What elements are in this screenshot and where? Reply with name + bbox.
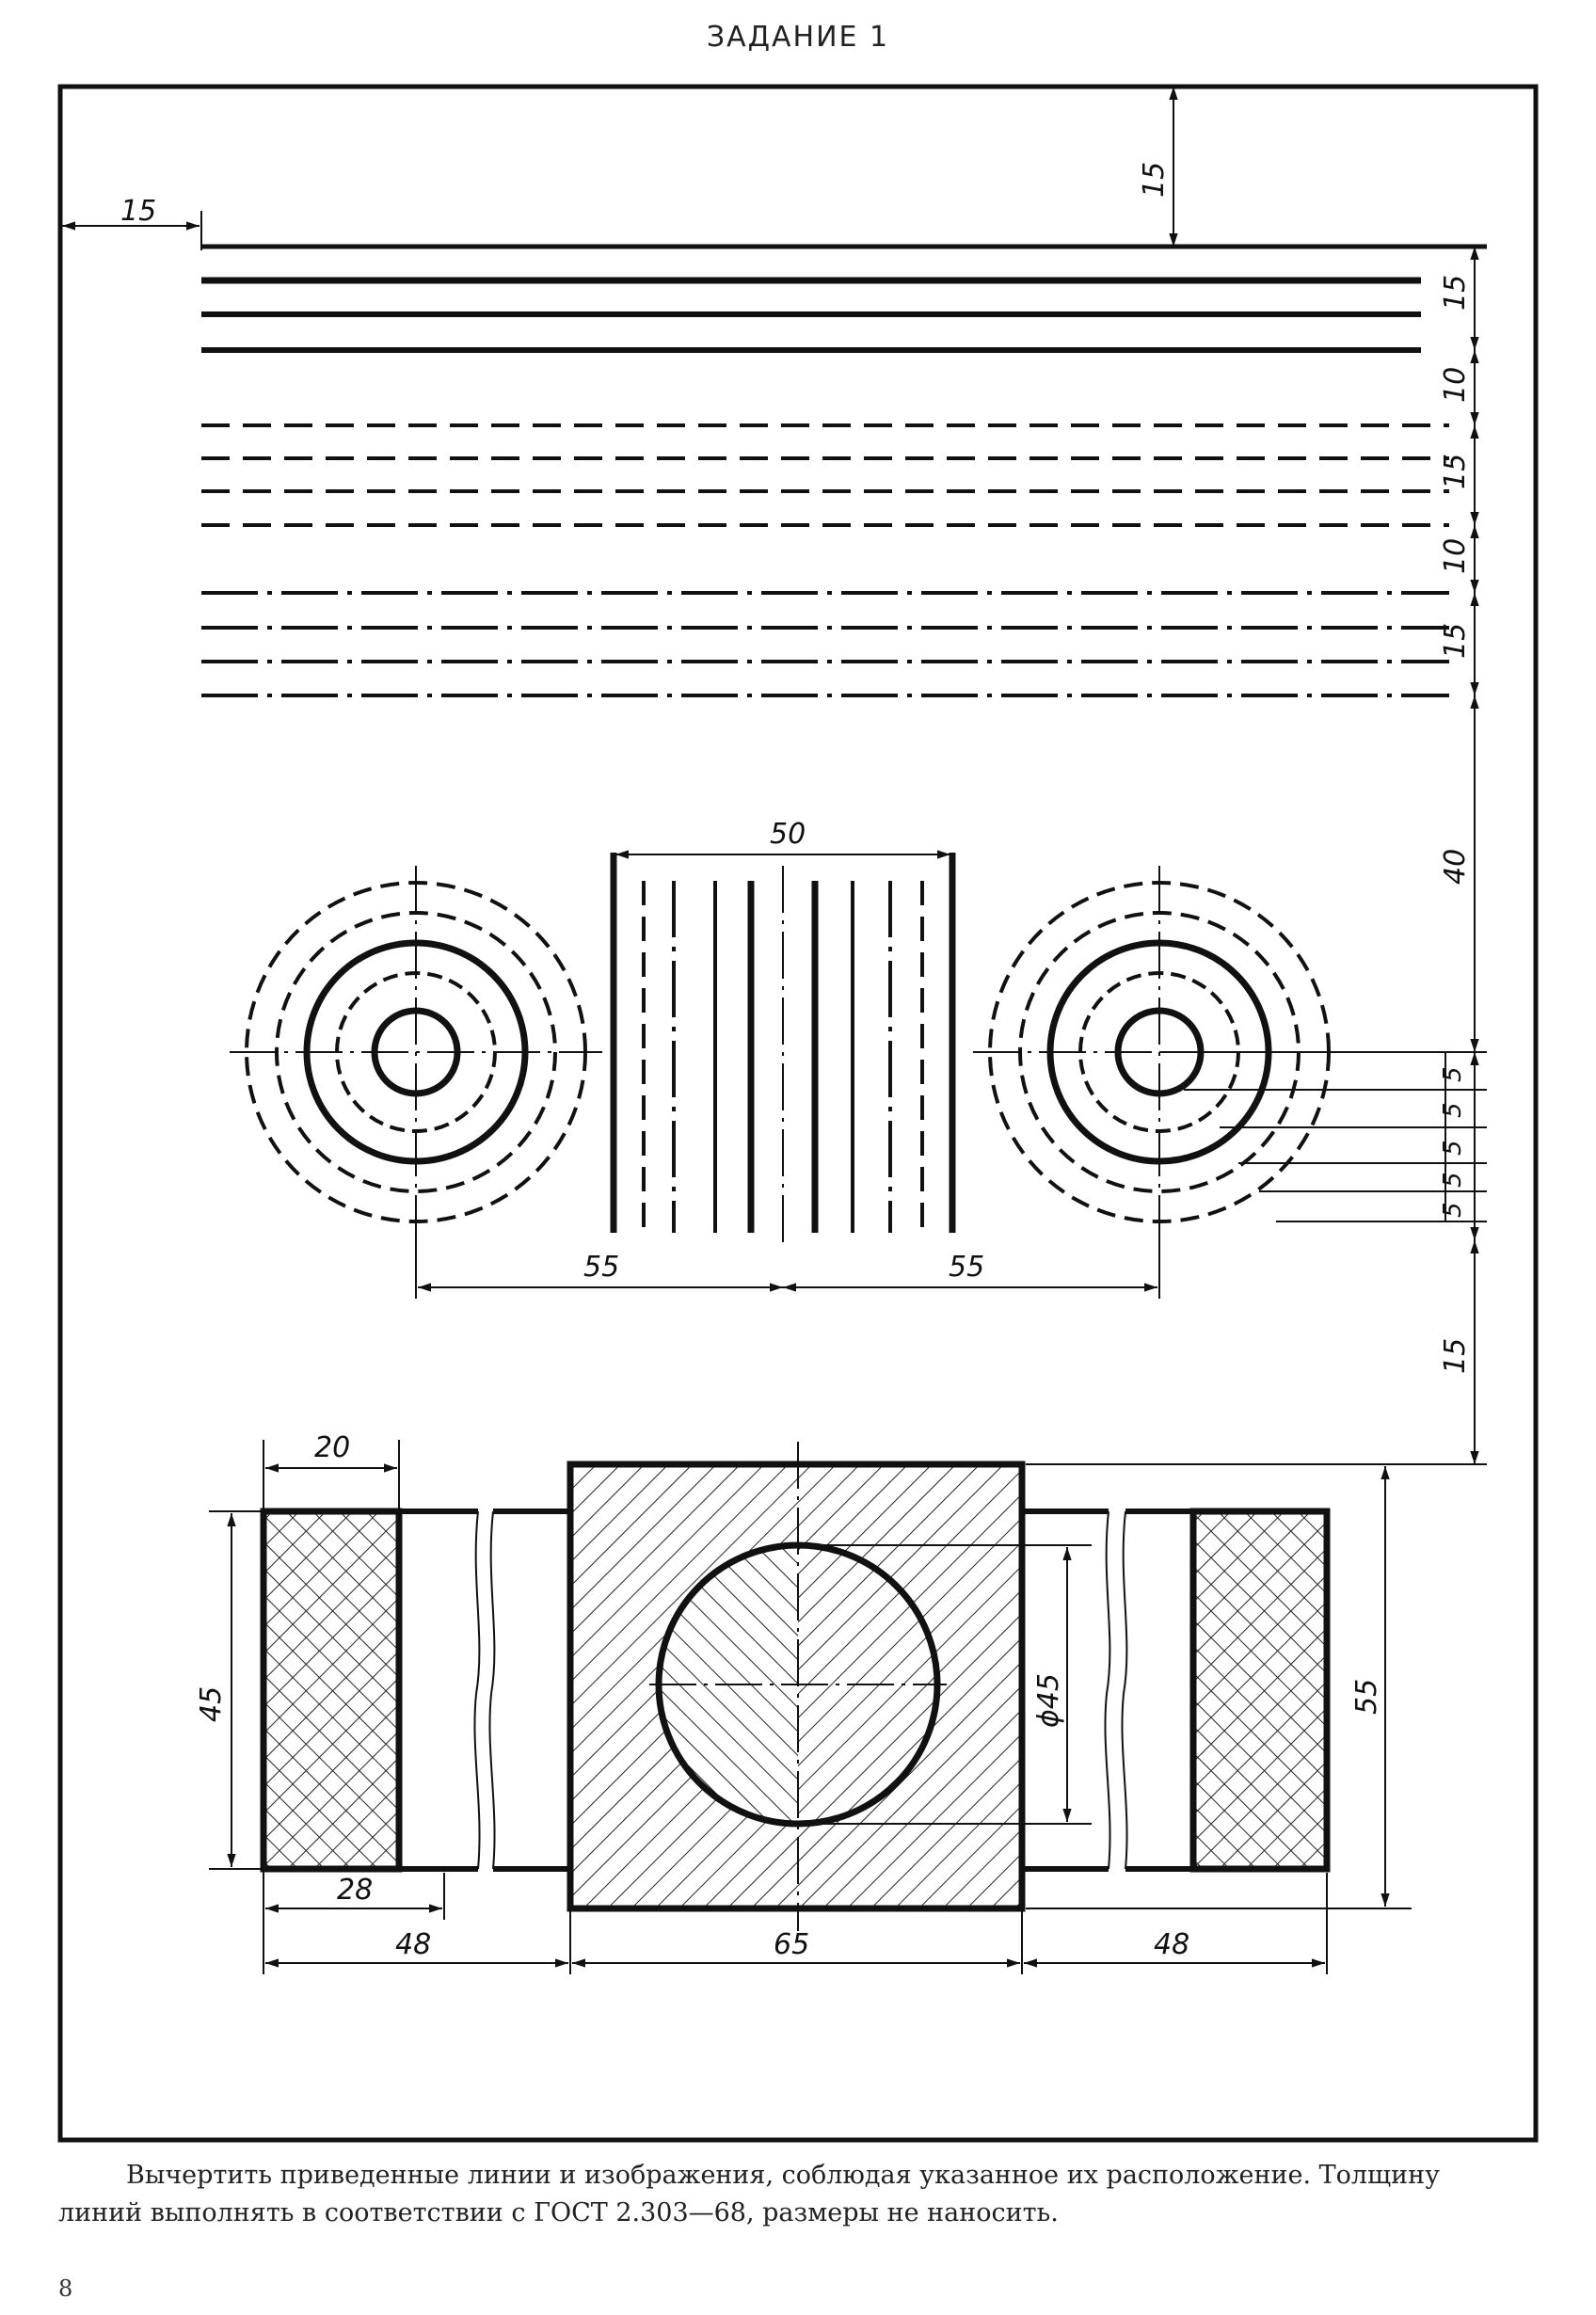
dim-28: 28 xyxy=(337,1874,373,1907)
dim-55-right: 55 xyxy=(949,1251,984,1284)
dim-15-c: 15 xyxy=(1439,623,1472,659)
dim-15-b: 15 xyxy=(1439,454,1472,489)
center-section xyxy=(567,1442,1092,1931)
page-title: ЗАДАНИЕ 1 xyxy=(706,21,890,54)
vertical-bars-group xyxy=(610,853,956,1242)
svg-text:15: 15 xyxy=(1138,162,1171,198)
left-section xyxy=(260,1508,570,1873)
dim-65: 65 xyxy=(774,1928,809,1961)
dim-10-a: 10 xyxy=(1439,367,1472,403)
right-ring-set xyxy=(973,866,1346,1242)
dim-10-b: 10 xyxy=(1439,538,1472,574)
left-ring-set xyxy=(230,866,602,1242)
bottom-dimensions xyxy=(209,1440,1412,1974)
dim-phi45: ϕ45 xyxy=(1032,1673,1065,1728)
dim-15-d: 15 xyxy=(1439,1338,1472,1374)
dim-5-a: 5 xyxy=(1439,1066,1467,1082)
dim-5-d: 5 xyxy=(1439,1172,1467,1188)
dim-55-left: 55 xyxy=(583,1251,619,1284)
instruction-line-1: Вычертить приведенные линии и изображени… xyxy=(126,2161,1441,2190)
dim-5-b: 5 xyxy=(1439,1102,1467,1118)
frame-border xyxy=(57,84,1539,2143)
svg-text:15: 15 xyxy=(120,195,156,228)
dim-48-right: 48 xyxy=(1154,1928,1189,1961)
dim-55-height: 55 xyxy=(1350,1679,1383,1715)
dim-40: 40 xyxy=(1439,849,1472,885)
instruction-line-2: линий выполнять в соответствии с ГОСТ 2.… xyxy=(58,2198,1059,2227)
dim-5-c: 5 xyxy=(1439,1140,1467,1156)
dim-15-a: 15 xyxy=(1439,275,1472,311)
dim-5-e: 5 xyxy=(1439,1202,1467,1218)
ring-extension-lines xyxy=(1159,1051,1487,1222)
dim-48-left: 48 xyxy=(395,1928,431,1961)
page-number: 8 xyxy=(58,2275,73,2302)
dashdot-lines-group xyxy=(201,591,1449,697)
dim-45: 45 xyxy=(195,1686,228,1722)
dim-circle-offsets xyxy=(415,1223,1160,1299)
right-section xyxy=(1022,1508,1331,1873)
dim-top-margin: 15 xyxy=(1138,87,1178,247)
dim-left-margin: 15 xyxy=(62,195,202,250)
dim-right-chain xyxy=(1412,247,1487,1465)
dashed-lines-group xyxy=(201,423,1449,527)
task-instructions: Вычертить приведенные линии и изображени… xyxy=(58,2157,1545,2232)
solid-lines-group xyxy=(201,244,1487,353)
dim-50: 50 xyxy=(770,818,806,851)
dim-20: 20 xyxy=(314,1431,350,1464)
